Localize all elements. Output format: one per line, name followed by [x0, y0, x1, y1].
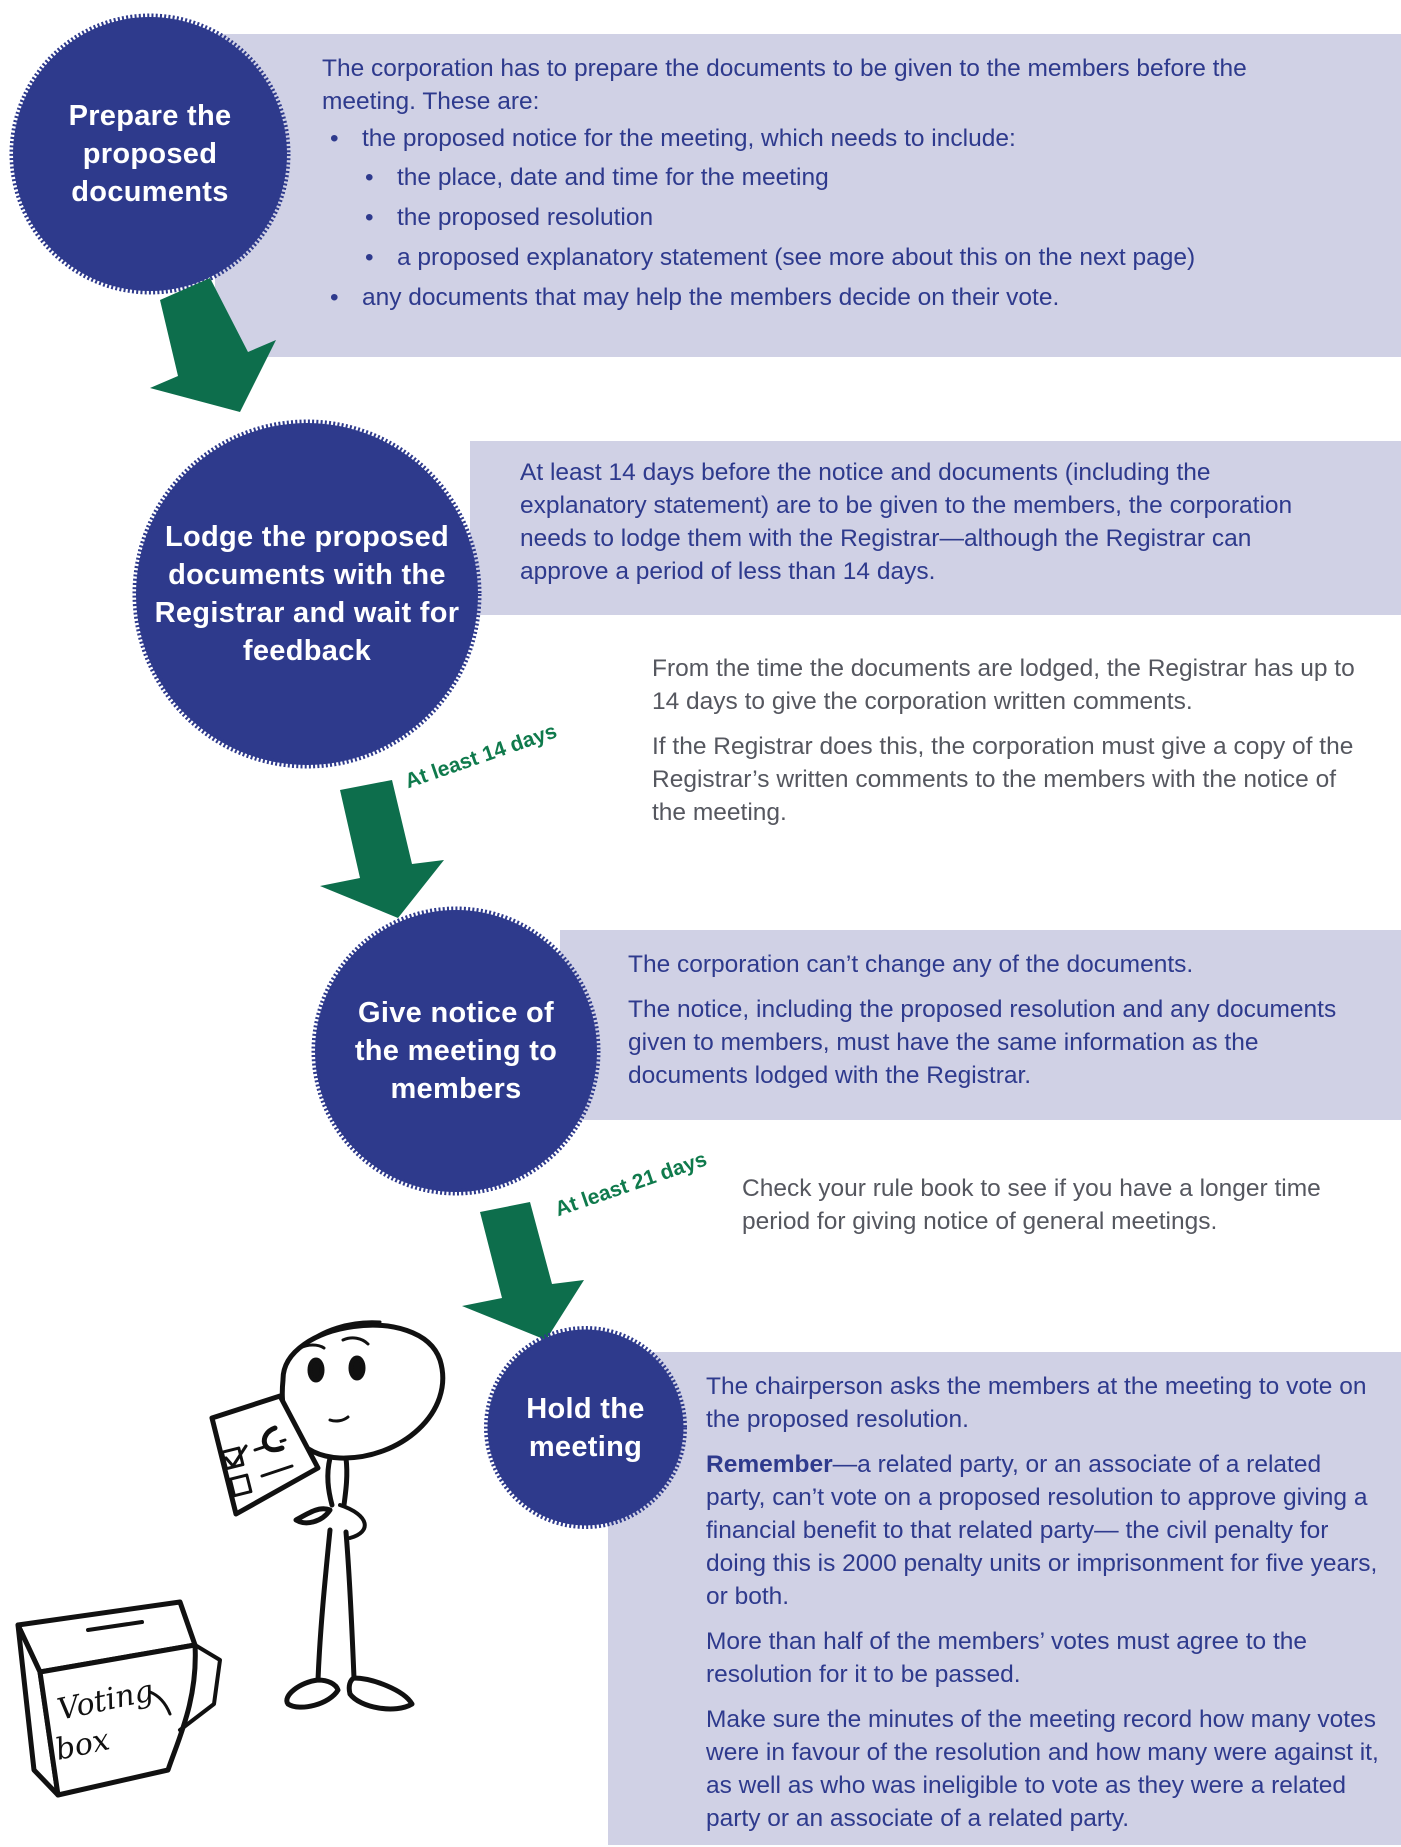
sub-bullet: the place, date and time for the meeting: [322, 161, 1382, 194]
down-arrow: [462, 1202, 584, 1340]
down-arrow: [150, 278, 276, 412]
down-arrow: [320, 780, 444, 918]
step-3-panel: [560, 930, 1401, 1120]
sub-bullet: the proposed resolution: [322, 201, 1382, 234]
step-1-circle: Prepare the proposed documents: [8, 12, 292, 296]
step-2-note-1: From the time the documents are lodged, …: [652, 655, 1355, 715]
step-4-circle-shape: [484, 1326, 687, 1529]
remember-label: Remember: [706, 1451, 833, 1478]
sub-bullet: a proposed explanatory statement (see mo…: [322, 241, 1382, 274]
step-4-text-4: Make sure the minutes of the meeting rec…: [706, 1706, 1379, 1832]
step-2-circle-shape: [132, 419, 482, 769]
step-2-circle: Lodge the proposed documents with the Re…: [131, 418, 483, 770]
step-3-panel-text: The corporation can’t change any of the …: [628, 948, 1358, 1104]
step-1-intro: The corporation has to prepare the docum…: [322, 55, 1247, 115]
step-1-bullets-2: any documents that may help the members …: [322, 281, 1382, 314]
step-2-panel: [470, 441, 1401, 615]
step-4-label: Hold the meeting: [526, 1392, 645, 1463]
step-2-note-2: If the Registrar does this, the corporat…: [652, 733, 1354, 826]
step-3-circle: Give notice of the meeting to members: [310, 905, 602, 1197]
step-3-circle-shape: [311, 906, 601, 1196]
step-2-label: Lodge the proposed documents with the Re…: [154, 521, 460, 667]
step-2-panel-text: At least 14 days before the notice and d…: [520, 459, 1293, 585]
remember-text: —a related party, or an associate of a r…: [706, 1451, 1378, 1610]
bullet-notice: the proposed notice for the meeting, whi…: [322, 122, 1382, 155]
step-2-notes: From the time the documents are lodged, …: [652, 652, 1372, 841]
step-1-sub-bullets: the place, date and time for the meeting…: [322, 161, 1382, 274]
step-4-remember: Remember—a related party, or an associat…: [706, 1448, 1386, 1613]
step-1-bullets: the proposed notice for the meeting, whi…: [322, 122, 1382, 155]
step-3-label: Give notice of the meeting to members: [354, 997, 558, 1105]
step-3-text-2: The notice, including the proposed resol…: [628, 996, 1337, 1089]
step-4-circle: Hold the meeting: [483, 1325, 688, 1530]
bullet-docs: any documents that may help the members …: [322, 281, 1382, 314]
step-4-panel: [608, 1352, 1401, 1845]
voter-illustration: Voting box: [15, 1320, 446, 1798]
step-3-text-1: The corporation can’t change any of the …: [628, 951, 1194, 978]
step-4-text-3: More than half of the members’ votes mus…: [706, 1628, 1308, 1688]
step-1-circle-shape: [9, 13, 291, 295]
step-3-note: Check your rule book to see if you have …: [742, 1175, 1321, 1235]
step-4-text: The chairperson asks the members at the …: [706, 1370, 1386, 1847]
step-1-text: The corporation has to prepare the docum…: [322, 52, 1382, 314]
step-1-label: Prepare the proposed documents: [68, 100, 232, 208]
step-4-text-1: The chairperson asks the members at the …: [706, 1373, 1367, 1433]
